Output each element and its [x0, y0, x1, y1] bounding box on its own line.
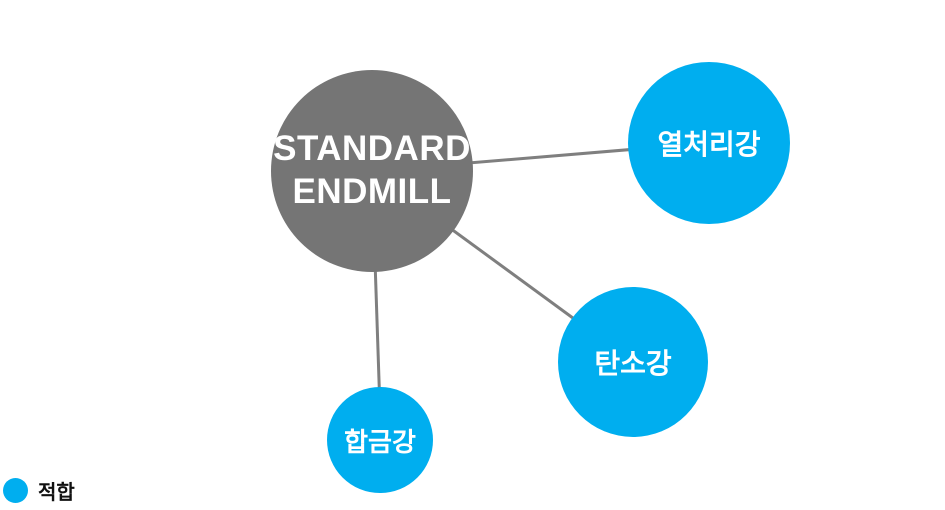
center-node-label-line2: ENDMILL [292, 172, 452, 211]
legend: 적합 [3, 476, 75, 505]
node-carbon-steel-label: 탄소강 [594, 348, 672, 379]
center-node-label: STANDARD ENDMILL [273, 128, 471, 213]
node-heat-treated-steel-label: 열처리강 [657, 129, 761, 160]
node-alloy-steel: 합금강 [327, 387, 433, 493]
center-node-standard-endmill: STANDARD ENDMILL [271, 70, 473, 272]
legend-suitable-marker-icon [3, 478, 28, 503]
node-carbon-steel: 탄소강 [558, 287, 708, 437]
center-node-label-line1: STANDARD [273, 129, 471, 169]
node-heat-treated-steel: 열처리강 [628, 62, 790, 224]
legend-label: 적합 [38, 482, 75, 504]
node-alloy-steel-label: 합금강 [344, 426, 416, 457]
